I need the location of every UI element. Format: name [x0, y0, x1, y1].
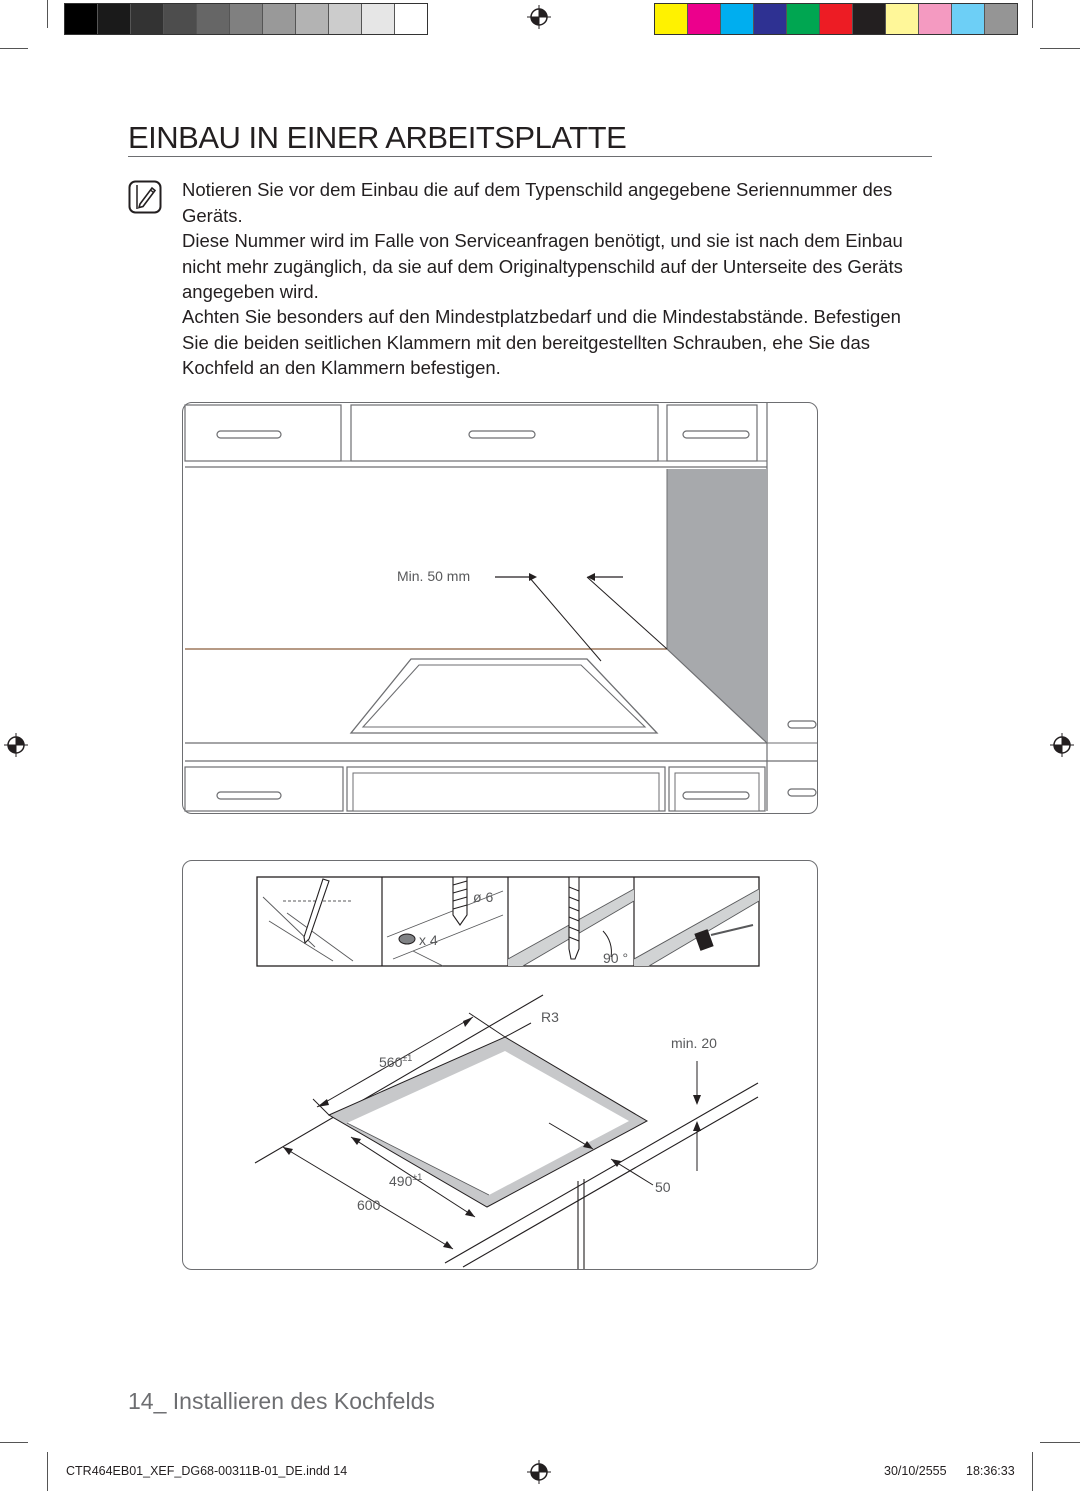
color-swatch [98, 4, 131, 34]
crop-mark [1032, 0, 1033, 28]
crop-mark [47, 0, 48, 28]
note-paragraph-clearance: Achten Sie besonders auf den Mindestplat… [182, 306, 901, 378]
color-swatch [886, 4, 919, 34]
crop-mark [47, 1452, 48, 1491]
cutout-width-label: 560±1 [379, 1053, 412, 1070]
page-title: EINBAU IN EINER ARBEITSPLATTE [128, 120, 627, 155]
color-swatch [754, 4, 787, 34]
drill-diameter-label: ø 6 [473, 889, 493, 905]
crop-mark [1040, 48, 1080, 49]
color-swatch [263, 4, 296, 34]
color-swatch [65, 4, 98, 34]
section-title: Installieren des Kochfelds [172, 1388, 435, 1414]
crop-mark [1040, 1442, 1080, 1443]
color-swatch [164, 4, 197, 34]
color-swatch [688, 4, 721, 34]
cutout-drawing: 560±1 R3 490±1 600 min. 20 50 [254, 994, 759, 1269]
slug-time: 18:36:33 [966, 1464, 1015, 1478]
screw-count-label: x 4 [419, 932, 438, 948]
color-swatch [952, 4, 985, 34]
color-swatch [655, 4, 688, 34]
color-swatch [721, 4, 754, 34]
cutout-depth-label: 490±1 [389, 1172, 422, 1189]
registration-mark-icon [1050, 733, 1074, 757]
registration-mark-icon [527, 5, 551, 29]
saw-angle-label: 90 ° [603, 950, 628, 966]
color-swatch [230, 4, 263, 34]
countertop-depth-label: 600 [357, 1197, 381, 1213]
registration-mark-icon [527, 1460, 551, 1484]
min-distance-label: min. 20 [671, 1035, 717, 1051]
color-calibration-bar [654, 3, 1018, 35]
color-swatch [985, 4, 1017, 34]
step-panels: ø 6 x 4 90 ° [256, 876, 760, 967]
min-50mm-label: Min. 50 mm [397, 568, 470, 584]
color-swatch [853, 4, 886, 34]
page-number: 14_ [128, 1388, 167, 1414]
registration-mark-icon [4, 733, 28, 757]
color-swatch [329, 4, 362, 34]
color-swatch [820, 4, 853, 34]
color-swatch [296, 4, 329, 34]
color-swatch [131, 4, 164, 34]
note-paragraph-serial: Notieren Sie vor dem Einbau die auf dem … [182, 179, 893, 226]
corner-radius-label: R3 [541, 1009, 559, 1025]
indd-file-slug: CTR464EB01_XEF_DG68-00311B-01_DE.indd 14 [66, 1464, 348, 1478]
color-swatch [362, 4, 395, 34]
note-paragraph-service: Diese Nummer wird im Falle von Servicean… [182, 230, 903, 302]
color-swatch [395, 4, 427, 34]
grayscale-calibration-bar [64, 3, 428, 35]
cutout-dimensions-figure: ø 6 x 4 90 ° [182, 860, 818, 1270]
crop-mark [0, 48, 28, 49]
crop-mark [0, 1442, 28, 1443]
note-pencil-icon [128, 180, 162, 214]
color-swatch [919, 4, 952, 34]
edge-distance-label: 50 [655, 1179, 671, 1195]
page-footer: 14_ Installieren des Kochfelds [128, 1388, 435, 1415]
slug-date: 30/10/2555 [884, 1464, 947, 1478]
color-swatch [197, 4, 230, 34]
installation-clearance-figure: Min. 50 mm [182, 402, 818, 814]
color-swatch [787, 4, 820, 34]
title-divider [128, 156, 932, 157]
crop-mark [1032, 1452, 1033, 1491]
